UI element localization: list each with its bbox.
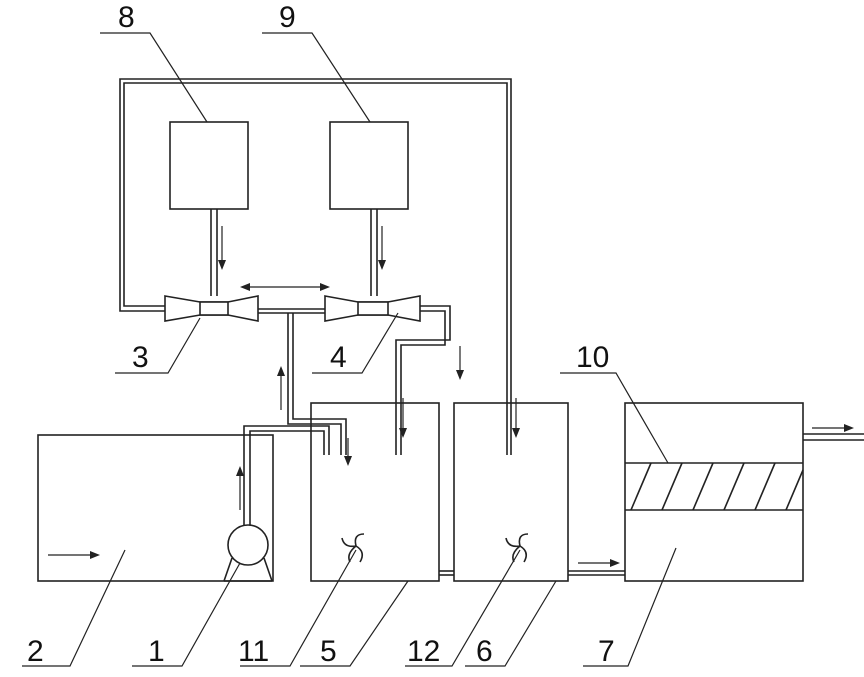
label-7: 7 [598,635,615,668]
label-9: 9 [279,1,296,34]
label-2: 2 [27,635,44,668]
tank-9 [329,121,409,210]
ejector-4 [324,295,421,322]
pump-1 [223,524,273,582]
label-3: 3 [132,341,149,374]
leader-lines [22,32,677,667]
agitator-11-icon [341,533,365,563]
label-11: 11 [238,635,269,668]
label-10: 10 [576,341,609,374]
agitator-12-icon [505,533,529,563]
hatched-filter-layer-10 [630,462,804,511]
label-5: 5 [320,635,337,668]
flow-arrows [48,226,854,567]
ejector-3 [164,295,259,322]
label-4: 4 [330,341,347,374]
reactor-5 [310,402,440,582]
label-12: 12 [407,635,440,668]
label-6: 6 [476,635,493,668]
unit-7 [624,402,804,582]
pipes [119,78,864,576]
label-1: 1 [148,635,165,668]
number-labels: 8 9 3 4 10 2 1 11 5 12 6 7 [27,1,615,668]
tank-8 [169,121,249,210]
label-8: 8 [118,1,135,34]
